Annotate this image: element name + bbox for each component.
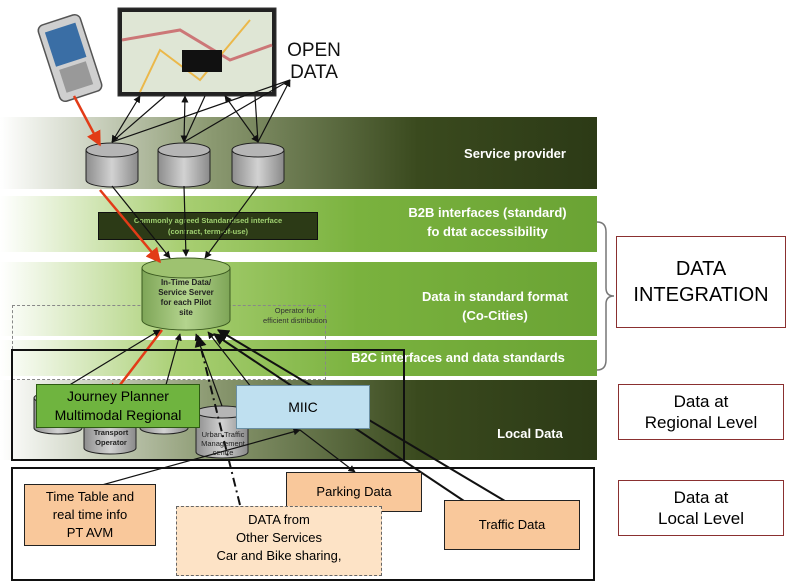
red-arrows (72, 95, 163, 400)
data-other-box: DATA from Other Services Car and Bike sh… (176, 506, 382, 576)
standard-format-band (0, 262, 597, 336)
transport-operator-label: Transport Operator (93, 428, 129, 447)
traffic-box: Traffic Data (444, 500, 580, 550)
urban-traffic-label: Urban Traffic Management centre (201, 430, 245, 457)
open-data-label: OPEN DATA (287, 40, 341, 83)
b2c-band (0, 340, 597, 376)
regional-frame (11, 349, 405, 461)
parking-box: Parking Data (286, 472, 422, 512)
interface-label: Commonly agreed Standardised interface (… (98, 212, 318, 240)
local-level-label: Data at Local Level (618, 480, 784, 536)
data-integration-label: DATA INTEGRATION (616, 236, 786, 328)
service-provider-label: Service provider (464, 146, 566, 161)
monitor-icon (117, 7, 277, 97)
service-provider-cylinders (85, 142, 285, 188)
local-data-label: Local Data (497, 426, 563, 441)
phone-icon (37, 13, 103, 103)
miic-box: MIIC (236, 385, 370, 429)
journey-planner-box: Journey Planner Multimodal Regional (36, 384, 200, 428)
integration-bracket (596, 221, 615, 371)
operator-label: Operator for efficient distribution (262, 306, 328, 325)
b2b-label: B2B interfaces (standard) fo dtat access… (408, 205, 567, 239)
service-server-cylinder (141, 257, 231, 331)
provider-arrows (111, 79, 291, 259)
standard-format-label: Data in standard format (Co-Cities) (422, 289, 568, 323)
local-frame (11, 467, 595, 581)
timetable-box: Time Table and real time info PT AVM (24, 484, 156, 546)
regional-level-label: Data at Regional Level (618, 384, 784, 440)
server-label: In-Time Data/ Service Server for each Pi… (158, 278, 214, 317)
